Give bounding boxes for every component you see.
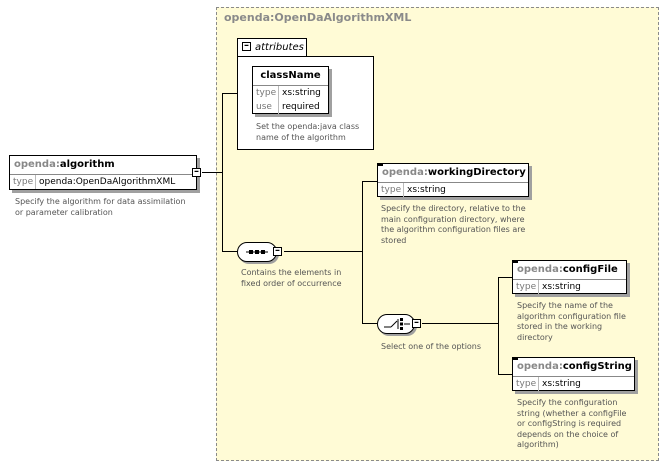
sequence-compositor[interactable] [237,242,277,262]
config-string-namespace: openda: [517,361,563,372]
working-directory-type-key: type [378,183,404,197]
config-file-doc-line: directory [517,332,553,342]
config-file-doc-line: algorithm configuration file [517,311,626,321]
config-file-doc-line: stored in the working [517,322,603,331]
choice-compositor[interactable] [377,314,415,334]
complex-type-title: openda:OpenDaAlgorithmXML [224,11,412,24]
root-doc-line: or parameter calibration [15,207,113,217]
config-string-type-value: xs:string [542,379,581,389]
working-directory-doc-line: stored [381,235,407,245]
sequence-collapse-icon[interactable]: – [273,245,282,256]
root-doc-line: Specify the algorithm for data assimilat… [15,197,186,206]
sequence-documentation: Contains the elements in fixed order of … [241,268,342,289]
config-file-documentation: Specify the name of the algorithm config… [517,301,626,343]
working-directory-doc-line: the algorithm configuration files are [381,225,526,234]
sequence-icon [246,250,268,254]
config-string-doc-line: or configString is required [517,419,622,428]
root-type-value: openda:OpenDaAlgorithmXML [39,177,176,187]
config-file-name: configFile [562,264,618,275]
attribute-type-key: type [253,86,279,100]
root-name: algorithm [59,159,115,170]
attributes-tab[interactable]: attributes [237,38,307,56]
working-directory-type-value: xs:string [407,185,446,195]
attribute-name: className [260,70,321,81]
config-file-doc-line: Specify the name of the [517,301,613,310]
config-string-name: configString [562,361,632,372]
attributes-collapse-icon[interactable]: – [242,40,251,51]
config-string-type-key: type [513,377,539,391]
config-string-doc-line: Specify the configuration [517,398,618,407]
working-directory-namespace: openda: [382,167,428,178]
working-directory-doc-line: main configuration directory, where [381,214,525,224]
working-directory-documentation: Specify the directory, relative to the m… [381,204,526,246]
root-documentation: Specify the algorithm for data assimilat… [15,197,186,218]
sequence-doc-line: fixed order of occurrence [241,278,342,288]
config-string-doc-line: string (whether a configFile [517,408,627,418]
config-file-type-value: xs:string [542,282,581,292]
config-string-documentation: Specify the configuration string (whethe… [517,398,626,451]
choice-collapse-icon[interactable]: – [412,317,421,328]
attribute-use-value: required [282,102,320,112]
working-directory-name: workingDirectory [427,167,526,178]
sequence-doc-line: Contains the elements in [241,268,342,277]
attributes-doc-line: name of the algorithm [256,132,346,142]
root-type-key: type [10,175,36,189]
element-marker-icon [513,358,518,360]
config-file-type-key: type [513,280,539,294]
choice-documentation: Select one of the options [381,342,482,351]
element-marker-icon [378,164,383,166]
config-string-doc-line: depends on the choice of [517,429,619,439]
element-marker-icon [513,261,518,263]
attributes-doc-line: Set the openda:java class [256,122,360,131]
attribute-type-value: xs:string [282,88,321,98]
root-namespace: openda: [14,159,60,170]
choice-icon [384,318,410,330]
working-directory-doc-line: Specify the directory, relative to the [381,204,526,213]
attribute-use-key: use [253,100,279,114]
attributes-label: attributes [255,42,304,53]
config-string-doc-line: algorithm) [517,440,559,449]
attributes-documentation: Set the openda:java class name of the al… [256,122,359,143]
config-file-namespace: openda: [517,264,563,275]
root-collapse-icon[interactable]: – [192,166,201,177]
